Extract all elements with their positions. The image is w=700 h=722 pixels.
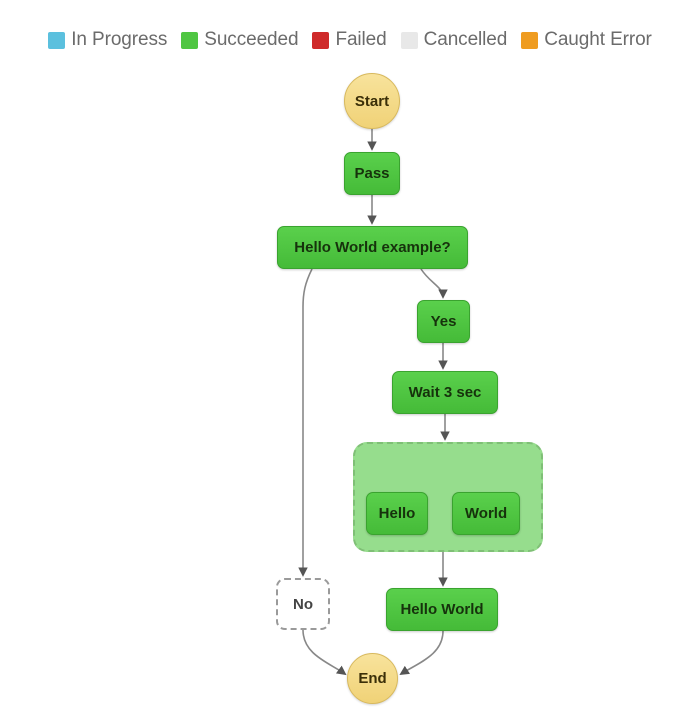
legend-item-failed: Failed (312, 29, 387, 51)
legend-item-cancelled: Cancelled (400, 29, 508, 51)
node-wait-3-sec[interactable]: Wait 3 sec (392, 371, 498, 414)
legend-label-cancelled: Cancelled (423, 29, 508, 50)
node-choice-label: Hello World example? (294, 239, 451, 256)
legend-swatch-cancelled (400, 31, 418, 49)
legend-label-in-progress: In Progress (71, 29, 168, 50)
node-yes[interactable]: Yes (417, 300, 470, 343)
node-no-label: No (293, 595, 313, 613)
legend-swatch-failed (312, 31, 330, 49)
legend-item-succeeded: Succeeded (181, 29, 299, 51)
legend-label-caught-error: Caught Error (544, 29, 652, 50)
node-end[interactable]: End (347, 653, 398, 704)
node-hello-world-example-choice[interactable]: Hello World example? (277, 226, 468, 269)
node-no[interactable]: No (276, 578, 330, 630)
legend-swatch-caught-error (521, 31, 539, 49)
edge-choice-no (298, 268, 313, 577)
node-end-label: End (358, 670, 387, 687)
node-start[interactable]: Start (344, 73, 400, 129)
node-start-label: Start (354, 92, 390, 110)
node-pass-label: Pass (354, 165, 390, 182)
legend-item-caught-error: Caught Error (521, 29, 652, 51)
legend-item-in-progress: In Progress (48, 29, 167, 51)
edge-choice-yes (420, 268, 448, 299)
status-legend: In Progress Succeeded Failed Cancelled C… (0, 25, 700, 55)
node-hello-world[interactable]: Hello World (386, 588, 498, 631)
legend-label-succeeded: Succeeded (204, 29, 299, 50)
edge-helloworld-end (399, 630, 444, 676)
node-pass[interactable]: Pass (344, 152, 400, 195)
legend-label-failed: Failed (335, 29, 387, 50)
workflow-graph[interactable]: Start Pass Hello World example? Yes Wait… (0, 55, 700, 722)
node-wait-label: Wait 3 sec (408, 384, 482, 401)
legend-swatch-in-progress (48, 31, 66, 49)
node-world-label: World (464, 505, 508, 522)
node-yes-label: Yes (430, 313, 457, 330)
node-hello[interactable]: Hello (366, 492, 428, 535)
edge-no-end (302, 629, 347, 676)
node-world[interactable]: World (452, 492, 520, 535)
legend-swatch-succeeded (181, 31, 199, 49)
node-hello-label: Hello (378, 505, 416, 522)
node-hello-world-label: Hello World (400, 601, 484, 618)
